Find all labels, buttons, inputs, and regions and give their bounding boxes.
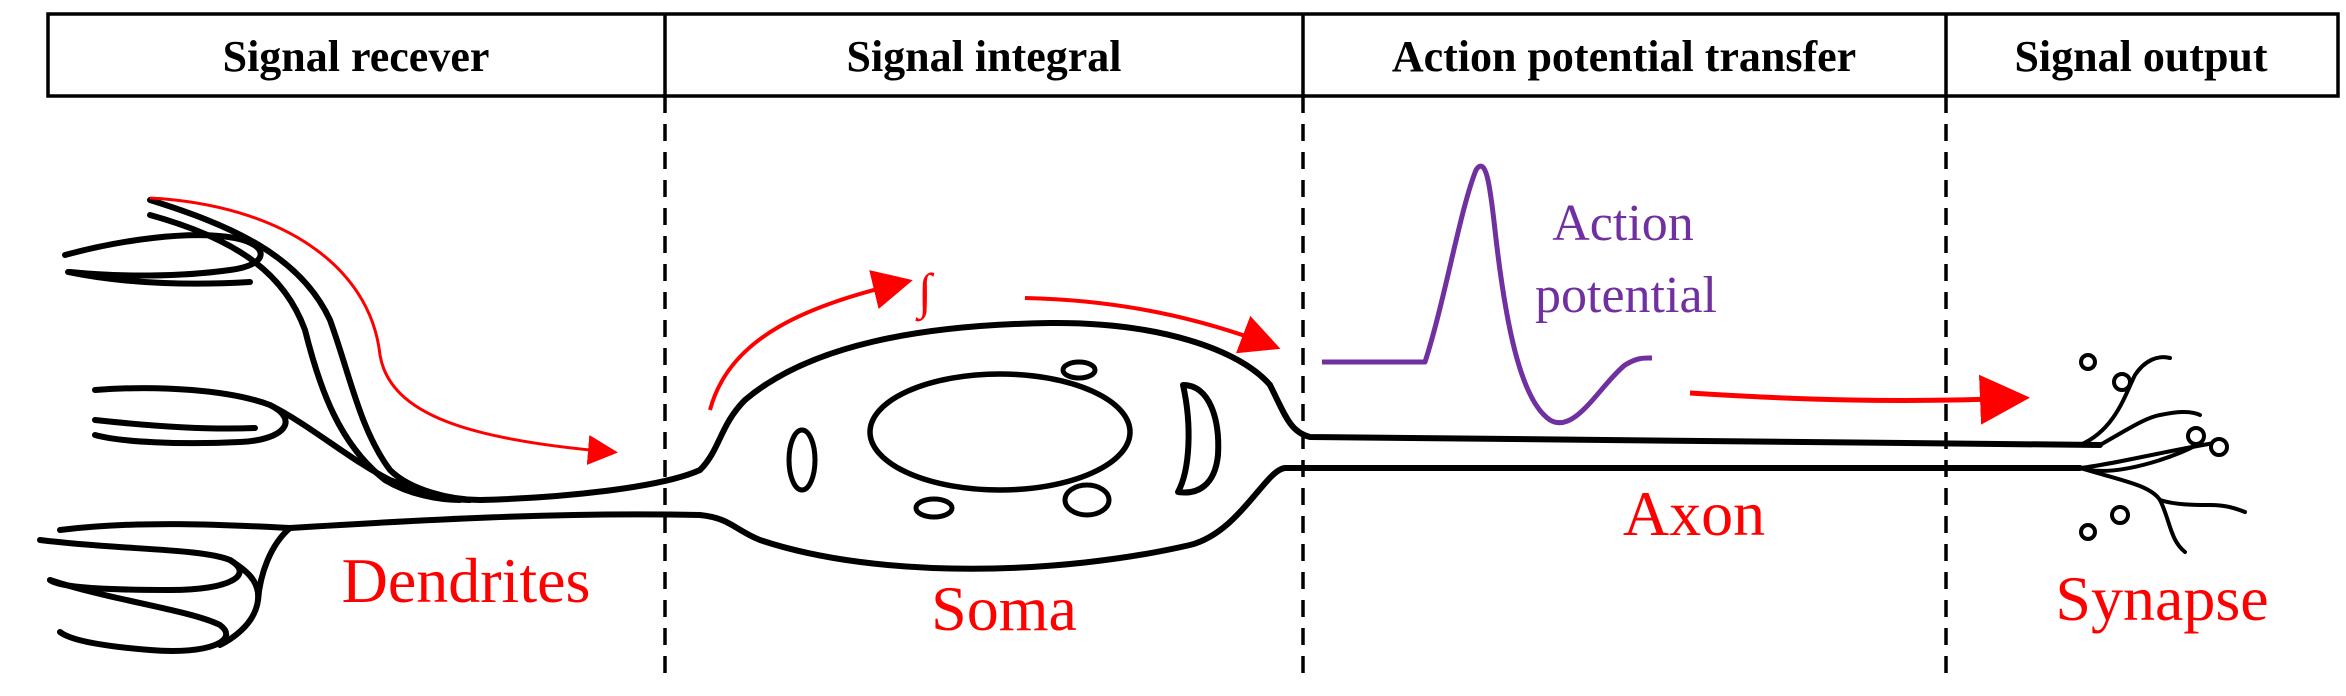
stage-dividers: [663, 96, 1948, 680]
soma-label: Soma: [931, 573, 1077, 644]
nucleus: [867, 371, 1133, 493]
dendrite-branch: [255, 525, 293, 603]
synaptic-bouton: [2112, 372, 2132, 392]
organelle: [1175, 382, 1222, 496]
dendrite-loop: [92, 417, 258, 432]
dendrite-loop: [65, 269, 253, 287]
synapse-branch: [2078, 466, 2187, 554]
synapse-branch: [2158, 498, 2247, 514]
stage-header-signal-receiver: Signal recever: [223, 32, 490, 81]
signal-arrow-axon: [1689, 374, 2030, 425]
neuron-upper-membrane: [477, 319, 2103, 503]
stage-header-signal-integral: Signal integral: [846, 32, 1121, 81]
dendrite-branch: [147, 197, 483, 503]
dendrite-loop: [37, 537, 243, 593]
synaptic-bouton: [2079, 523, 2097, 541]
stage-header-action-potential-transfer: Action potential transfer: [1392, 32, 1856, 81]
synaptic-bouton: [2186, 426, 2206, 446]
dendrite-loop: [62, 232, 264, 279]
organelle: [786, 427, 818, 493]
synapse-branch: [2078, 440, 2222, 470]
dendrite-branch: [147, 212, 463, 503]
dendrite-branch: [267, 402, 473, 503]
organelle: [1060, 359, 1098, 381]
synaptic-bouton: [2209, 437, 2229, 457]
signal-arrow-dendrites: [149, 196, 618, 465]
neuron-outline: [255, 319, 2247, 603]
synaptic-bouton: [2079, 353, 2097, 371]
neuron-lower-membrane: [287, 465, 2083, 572]
dendrites-label: Dendrites: [342, 545, 591, 616]
axon-label: Axon: [1623, 478, 1765, 549]
action-potential-waveform: [1322, 163, 1653, 426]
signal-flow-arrows: [149, 196, 2030, 465]
signal-arrow-soma-out: [1024, 296, 1281, 354]
action-potential-label-line1: Action: [1552, 195, 1694, 252]
signal-arrow-soma-in: [708, 270, 913, 411]
stage-header-frame: [46, 12, 2340, 98]
integral-symbol: ∫: [915, 263, 935, 322]
synapse-branch: [2078, 355, 2172, 447]
synapse-branch: [2098, 410, 2202, 447]
dendrite-loop: [57, 521, 293, 533]
stage-header: Signal recever Signal integral Action po…: [46, 12, 2340, 98]
synapse-label: Synapse: [2055, 563, 2268, 634]
action-potential-label-line2: potential: [1535, 267, 1717, 324]
organelle: [913, 496, 955, 520]
synaptic-bouton: [2110, 505, 2130, 525]
dendrites-drawing: [37, 197, 483, 654]
organelle: [1062, 482, 1112, 518]
dendrite-loop: [92, 385, 289, 447]
dendrite-loop: [47, 577, 230, 654]
stage-header-signal-output: Signal output: [2014, 32, 2267, 81]
